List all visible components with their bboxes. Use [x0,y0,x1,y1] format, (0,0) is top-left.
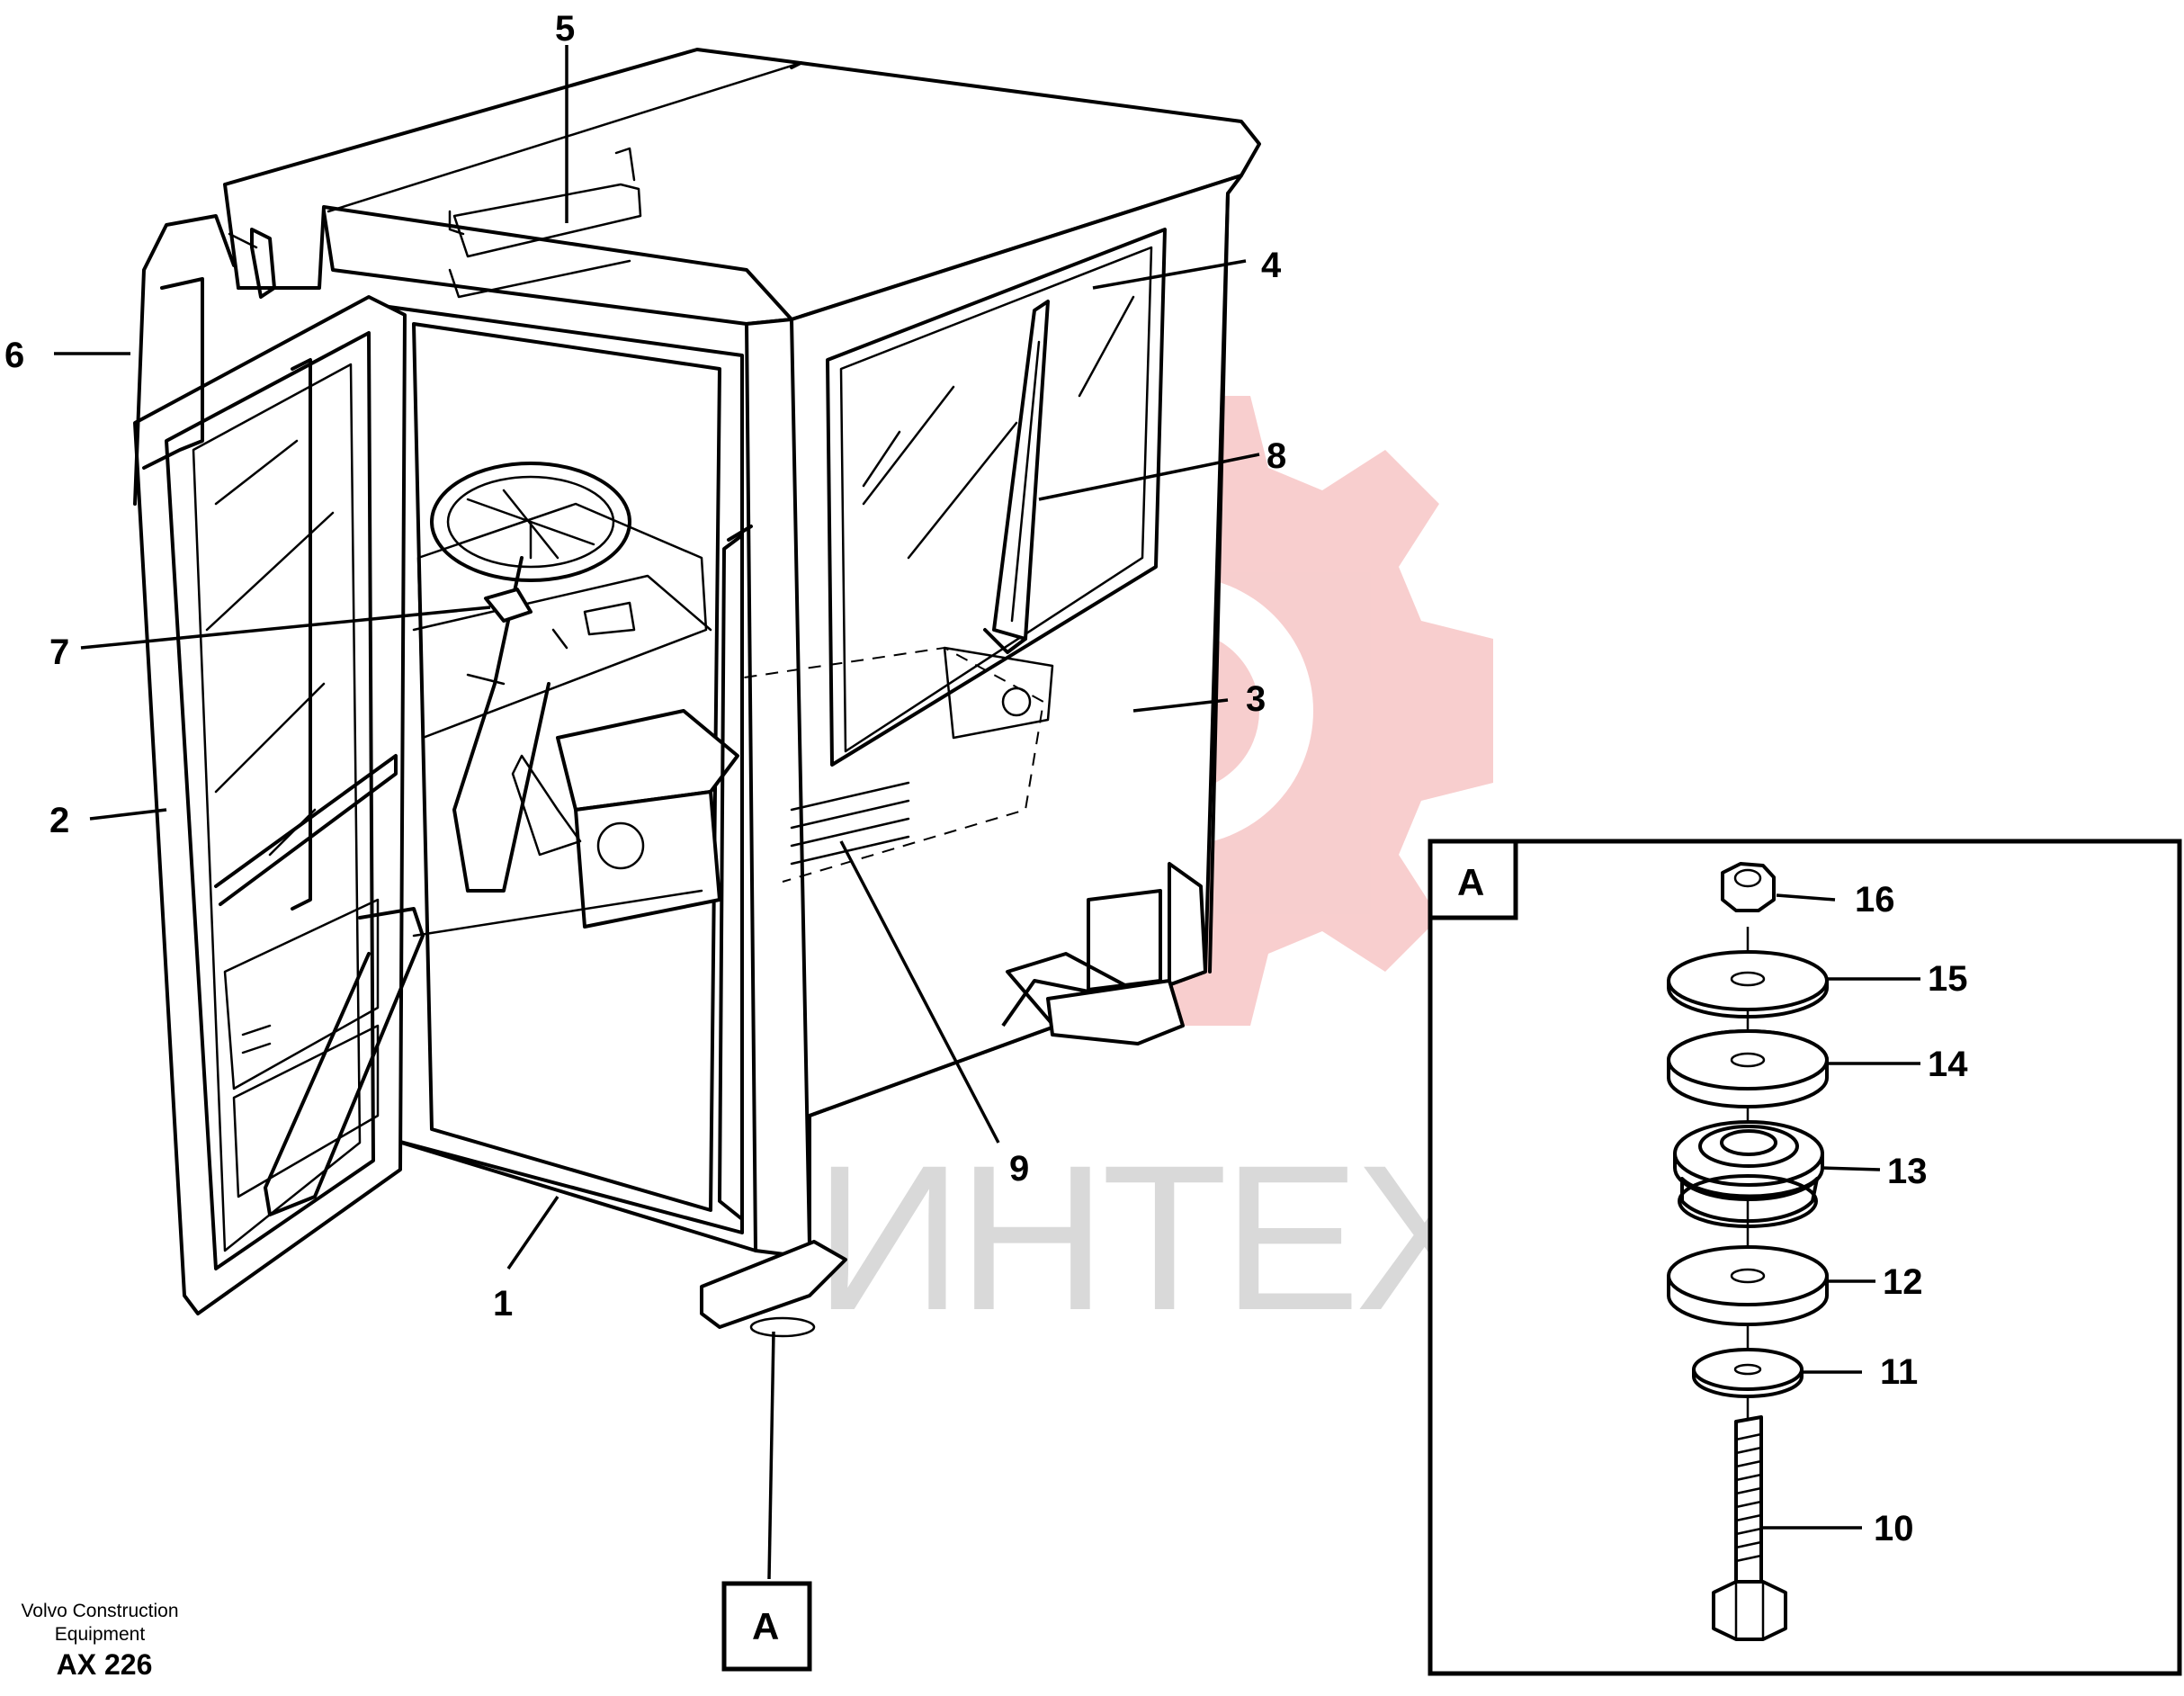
door-grab-handle [718,534,744,1221]
dashboard [412,574,712,632]
rear-window [826,228,1167,767]
callout-2: 2 [49,801,69,840]
detail-a-panel: A [1428,839,2182,1676]
callout-9: 9 [1009,1149,1029,1189]
callout-6: 6 [4,336,24,375]
callout-5: 5 [555,9,575,49]
footer-figure-code: AX 226 [56,1648,153,1681]
footer-company: Volvo Construction Equipment [0,1600,200,1647]
detail-reference-box [721,1581,812,1672]
callout-3: 3 [1246,679,1266,719]
callout-16: 16 [1855,880,1895,920]
footer-company-line1: Volvo Construction [21,1601,179,1621]
callout-14: 14 [1928,1045,1968,1084]
mirror-arm [133,214,236,506]
steering-wheel [430,462,631,582]
side-control-lever [484,588,533,623]
callout-12: 12 [1883,1262,1923,1302]
detail-a-label: A [1457,861,1484,903]
watermark-text: ИНТЕХ [814,1122,1489,1353]
detail-reference-label: A [752,1605,779,1647]
cab-illustration [133,48,1261,1338]
part-12-washer [1667,1245,1829,1326]
callout-leaders [54,45,1260,1580]
front-mount-foot [700,1240,847,1329]
part-13-rubber-mount [1673,1120,1824,1228]
callout-13: 13 [1887,1152,1928,1191]
part-15-washer [1667,950,1829,1018]
part-16-nut [1721,862,1776,912]
open-door [133,295,407,1315]
part-10-bolt [1712,1415,1787,1641]
cab-underframe [809,862,1207,1117]
roof-hatch [452,183,642,258]
callout-1: 1 [493,1284,513,1324]
detail-a-label-box [1428,839,1518,920]
callout-11: 11 [1880,1352,1918,1392]
footer-company-line2: Equipment [54,1624,146,1645]
callout-15: 15 [1928,959,1968,999]
callout-10: 10 [1874,1509,1914,1548]
callout-7: 7 [49,633,69,672]
callout-4: 4 [1261,246,1282,285]
callout-8: 8 [1267,436,1286,476]
part-11-washer [1692,1348,1804,1398]
part-14-washer [1667,1029,1829,1108]
